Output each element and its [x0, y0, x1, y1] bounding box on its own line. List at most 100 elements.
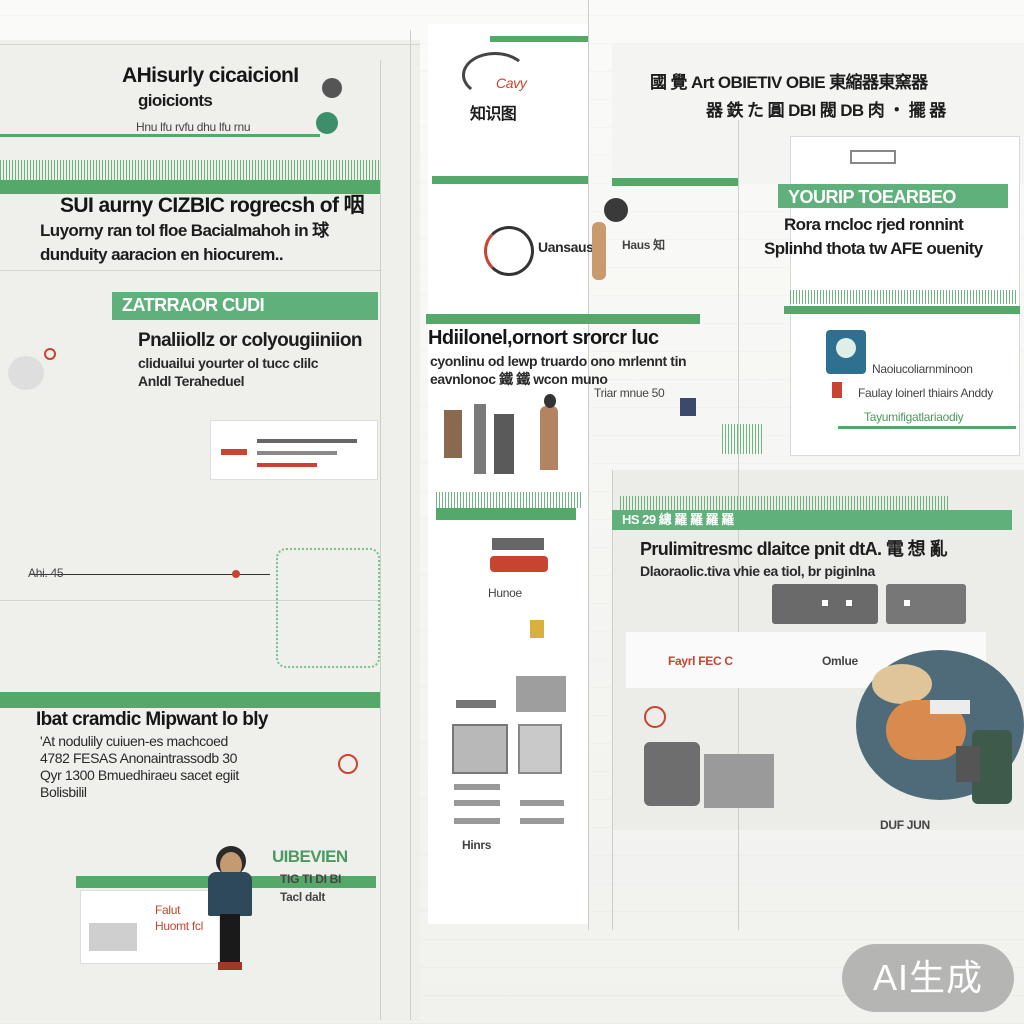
- section3-line1: Ibat cramdic Mipwant lo bly: [36, 709, 269, 730]
- small-book-icon: [680, 398, 696, 416]
- card-line2: Huomt fcl: [155, 919, 203, 933]
- tree-logo-icon: [826, 330, 866, 374]
- divider-line: [380, 60, 381, 1020]
- green-rule: [838, 426, 1016, 429]
- intro-subtitle: gioicionts: [138, 91, 213, 110]
- green-rule: [612, 178, 738, 186]
- intro-title: AHisurly cicaicionI: [122, 64, 299, 87]
- lower-dark-label: Omlue: [822, 654, 858, 668]
- divider-line: [0, 44, 420, 45]
- indicator-light: [846, 600, 852, 606]
- green-rule: [784, 306, 1020, 314]
- card-list-line1: Naoiucoliarnminoon: [872, 362, 973, 376]
- green-dot-icon: [316, 112, 338, 134]
- green-rule: [0, 134, 320, 137]
- device-body: [490, 556, 548, 572]
- divider-line: [0, 600, 380, 601]
- lower-stamp: DUF JUN: [880, 818, 930, 832]
- device-slot: [520, 800, 564, 806]
- section2-line2: cliduailui yourter ol tucc clilc: [138, 355, 319, 371]
- red-marker: [832, 382, 842, 398]
- card-line1: Rora rncloc rjed ronnint: [784, 215, 964, 234]
- equipment-shape: [494, 414, 514, 474]
- card-list-line3: Tayumifigatlariaodiy: [864, 410, 964, 424]
- card-band: YOURIP TOEARBEO: [778, 184, 1008, 208]
- section3-line4: Qyr 1300 Bmuedhiraeu sacet egiit: [40, 767, 239, 783]
- middle-section-line3: eavnlonoc 鐵 鐵 wcon muno: [430, 371, 608, 387]
- middle-column-bg: [428, 24, 588, 924]
- lower-line2: Dlaoraolic.tiva vhie ea tiol, br piginln…: [640, 563, 875, 579]
- emblem-icon: [484, 226, 534, 276]
- red-ring-icon: [44, 348, 56, 360]
- dark-dot-icon: [322, 78, 342, 98]
- hatch-strip: [620, 496, 950, 510]
- dark-dot-icon: [604, 198, 628, 222]
- red-marker: [221, 449, 247, 455]
- lower-red-label: Fayrl FEC C: [668, 654, 733, 668]
- red-ring-icon: [338, 754, 358, 774]
- item-right: Haus 知: [622, 238, 665, 252]
- machine-part: [956, 746, 980, 782]
- device-slot: [456, 700, 496, 708]
- figure-shape: [592, 222, 606, 280]
- middle-section-line4: Triar mnue 50: [594, 386, 665, 400]
- timeline-axis: [30, 574, 270, 575]
- indicator-light: [904, 600, 910, 606]
- section1-line2: Luyorny ran tol floe Bacialmahoh in 球: [40, 221, 329, 240]
- timeline-label: Ahi. 45: [28, 566, 64, 580]
- device-slot: [454, 818, 500, 824]
- device-slot: [454, 784, 500, 790]
- text-line: [257, 463, 317, 467]
- right-header-line2: 器 鉄 た 圓 DBI 閥 DB 肉 ・ 擺 器: [706, 101, 946, 120]
- equipment-shape: [474, 404, 486, 474]
- logo-caption: 知识图: [470, 106, 517, 123]
- card: Falut Huomt fcl: [80, 890, 220, 964]
- bottom-caption: Hinrs: [462, 838, 492, 852]
- hatch-strip: [436, 492, 582, 508]
- section2-band: ZATRRAOR CUDI: [112, 292, 378, 320]
- device-box: [516, 676, 566, 712]
- device-unit: [452, 724, 508, 774]
- item-caption: Uansaus: [538, 239, 594, 255]
- left-column-bg: [0, 40, 420, 1020]
- device-slot: [454, 800, 500, 806]
- card-line1: Falut: [155, 903, 181, 917]
- person-shape: [540, 406, 558, 470]
- device-unit: [644, 742, 700, 806]
- logo-text: Cavy: [496, 75, 527, 91]
- ai-generated-watermark: AI生成: [842, 944, 1014, 1012]
- person-legs: [220, 914, 240, 966]
- green-rule: [0, 180, 380, 194]
- section2-line1: Pnaliiollz or colyougiiniion: [138, 330, 362, 351]
- card-line2: Splinhd thota tw AFE ouenity: [764, 239, 983, 258]
- divider-line: [0, 270, 380, 271]
- indicator-light: [822, 600, 828, 606]
- red-ring-icon: [644, 706, 666, 728]
- person-torso: [208, 872, 252, 916]
- tree-crown: [836, 338, 856, 358]
- grey-blob: [8, 356, 44, 390]
- text-line: [257, 451, 337, 455]
- machine-part: [872, 664, 932, 704]
- divider-line: [410, 30, 411, 1020]
- section1-line1: SUI aurny CIZBIC rogrecsh of 咽: [60, 194, 365, 217]
- middle-section-line2: cyonlinu od lewp truardo ono mrlennt tin: [430, 353, 687, 369]
- device-unit: [704, 754, 774, 808]
- hatch-strip: [0, 160, 380, 180]
- timeline-point: [232, 570, 240, 578]
- red-caption: Hunoe: [488, 586, 522, 600]
- green-rule: [0, 692, 380, 708]
- tag-icon: [530, 620, 544, 638]
- person-head: [544, 394, 556, 408]
- green-scribble: [722, 424, 762, 454]
- section3-line2: 'At nodulily cuiuen-es machcoed: [40, 733, 228, 749]
- section4-line1: TIG TI DI BI: [280, 872, 342, 886]
- device-icon: [89, 923, 137, 951]
- device-slot: [520, 818, 564, 824]
- small-frame: [850, 150, 896, 164]
- divider-line: [588, 0, 589, 930]
- device-top: [492, 538, 544, 550]
- green-rule: [436, 508, 576, 520]
- green-rule: [490, 36, 588, 42]
